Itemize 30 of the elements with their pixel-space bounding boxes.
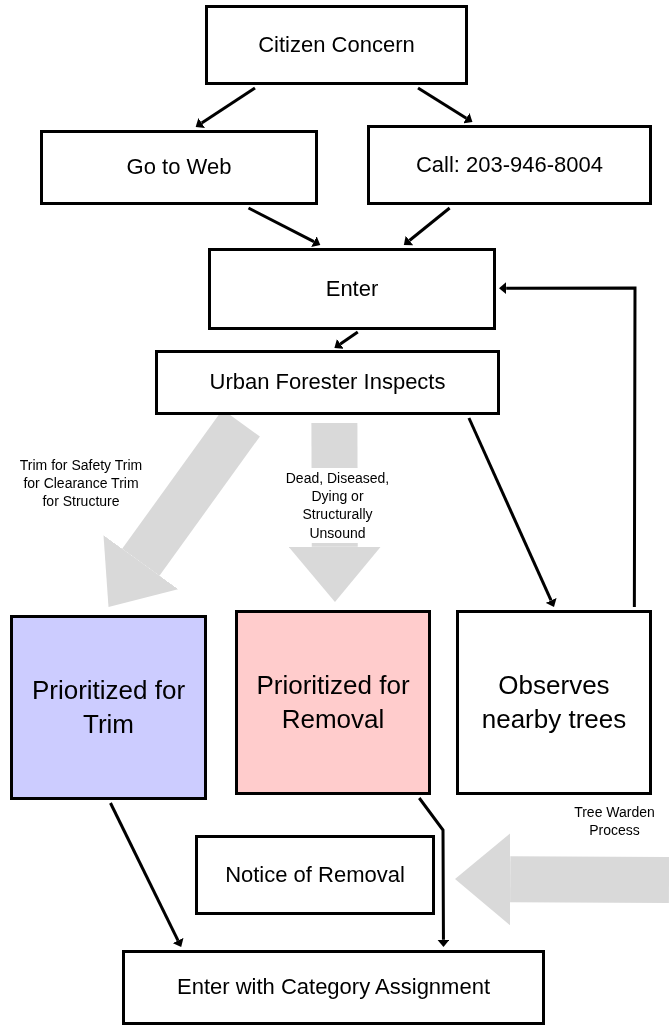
box-label: Citizen Concern — [258, 30, 415, 59]
block-arrow — [455, 833, 669, 926]
arrow — [417, 86, 473, 124]
box-label: Go to Web — [126, 153, 232, 182]
box-label: Enter with Category Assignment — [176, 973, 490, 1002]
box-label: Prioritized for Trim — [30, 673, 187, 741]
process-box — [122, 950, 545, 1025]
box-label: Call: 203-946-8004 — [415, 150, 604, 179]
process-box — [195, 835, 435, 915]
arrow — [403, 206, 451, 246]
arrow — [334, 330, 359, 349]
process-box — [40, 130, 318, 205]
arrow — [418, 797, 450, 947]
box-label: Observes nearby trees — [480, 668, 628, 736]
process-box — [10, 615, 207, 800]
box-label: Prioritized for Removal — [255, 668, 411, 736]
box-label: Enter — [325, 274, 379, 303]
arrow — [467, 417, 557, 607]
arrow — [109, 802, 184, 947]
box-label: Notice of Removal — [225, 860, 405, 889]
process-box — [208, 248, 496, 330]
process-box — [155, 350, 500, 415]
box-label: Urban Forester Inspects — [209, 368, 446, 397]
arrow — [195, 86, 256, 129]
arrow — [247, 206, 321, 248]
process-box — [456, 610, 652, 795]
process-box — [205, 5, 468, 85]
arrow — [499, 282, 637, 607]
process-box — [367, 125, 652, 205]
process-box — [235, 610, 431, 795]
